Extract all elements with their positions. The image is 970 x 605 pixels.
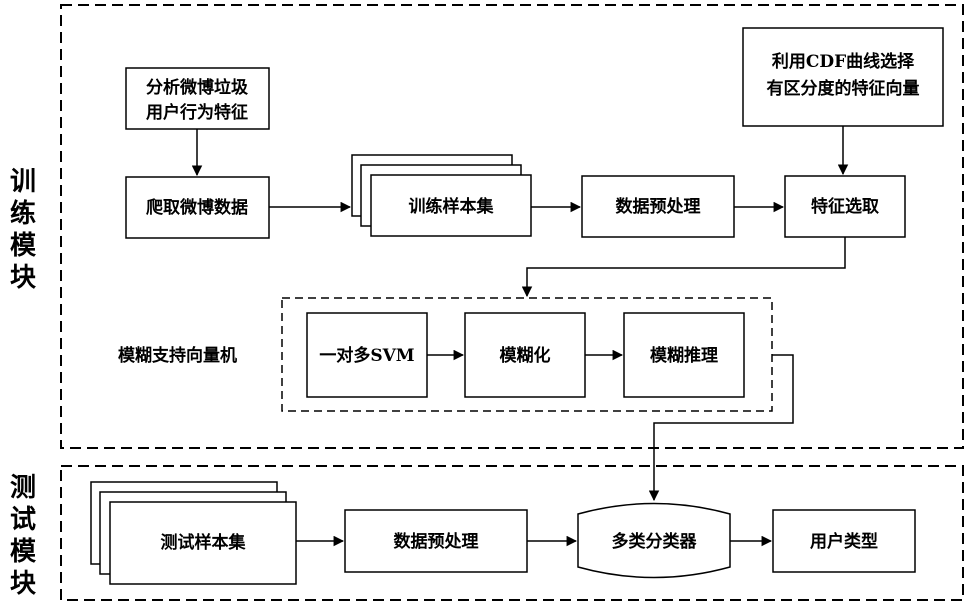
train-set-stack (352, 155, 531, 236)
ovr-svm-label: 一对多SVM (319, 345, 414, 366)
test-set-label: 测试样本集 (161, 532, 247, 553)
analyze-line-1: 分析微博垃圾 (146, 77, 249, 98)
testing-char-4: 块 (10, 569, 36, 599)
classifier-label: 多类分类器 (612, 531, 698, 552)
crawl-label: 爬取微博数据 (146, 197, 248, 218)
testing-char-2: 试 (10, 505, 36, 535)
preprocess-test-label: 数据预处理 (394, 531, 479, 552)
training-char-3: 模 (10, 231, 37, 261)
user-type-label: 用户类型 (810, 531, 878, 552)
testing-char-3: 模 (10, 537, 37, 567)
testing-char-1: 测 (10, 473, 36, 503)
cdf-box (743, 28, 943, 126)
analyze-line-2: 用户行为特征 (146, 102, 248, 123)
arrow-feature-svm (527, 237, 845, 296)
preprocess-train-label: 数据预处理 (616, 196, 701, 217)
fuzzify-label: 模糊化 (500, 345, 551, 366)
training-char-2: 练 (10, 198, 36, 229)
training-char-1: 训 (10, 167, 36, 197)
cdf-line-2: 有区分度的特征向量 (767, 78, 920, 99)
cdf-line-1: 利用CDF曲线选择 (772, 51, 915, 72)
training-char-4: 块 (10, 263, 36, 293)
testing-module-label: 测 试 模 块 (10, 473, 37, 599)
train-set-label: 训练样本集 (409, 196, 495, 217)
training-module-label: 训 练 模 块 (10, 167, 37, 293)
fuzzy-infer-label: 模糊推理 (650, 345, 718, 366)
fuzzy-svm-label: 模糊支持向量机 (118, 345, 237, 366)
feature-select-label: 特征选取 (811, 196, 879, 217)
